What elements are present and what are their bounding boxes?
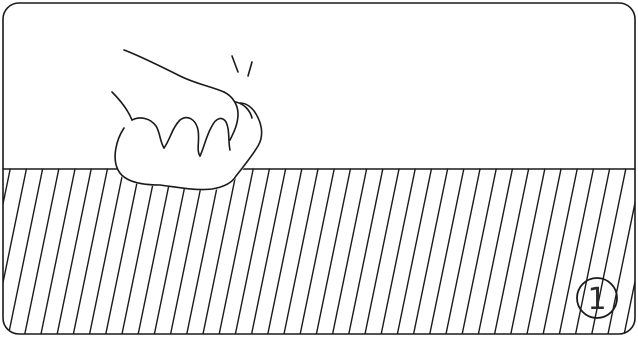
hatch-line bbox=[88, 168, 125, 334]
hatch-line bbox=[283, 168, 319, 334]
cloth-fill bbox=[115, 93, 264, 191]
hatch-line bbox=[574, 168, 611, 334]
hatch-line bbox=[137, 168, 173, 334]
step-number-badge: 1 bbox=[576, 277, 618, 319]
hatch-line bbox=[396, 168, 433, 334]
hand-with-cloth-icon bbox=[111, 49, 264, 191]
hatch-line bbox=[477, 168, 514, 334]
hatch-line bbox=[7, 168, 44, 334]
motion-mark-2 bbox=[247, 61, 253, 77]
hatch-line bbox=[202, 168, 238, 334]
hatch-line bbox=[169, 168, 206, 334]
hatch-line bbox=[510, 168, 546, 334]
hatch-line bbox=[299, 168, 335, 334]
hatch-line bbox=[429, 168, 465, 334]
ring-finger-outline bbox=[223, 91, 239, 141]
hatch-line bbox=[607, 168, 635, 334]
hatch-line bbox=[542, 168, 578, 334]
hatch-line bbox=[412, 168, 449, 334]
thumb-outline bbox=[131, 117, 165, 149]
hatch-line bbox=[461, 168, 497, 334]
hatch-line bbox=[623, 168, 635, 334]
hatch-line bbox=[121, 168, 157, 334]
arm-upper-edge bbox=[123, 49, 225, 93]
hatch-line bbox=[24, 168, 60, 334]
motion-mark-1 bbox=[231, 55, 239, 73]
hatch-line bbox=[3, 168, 28, 334]
hatch-line bbox=[380, 168, 416, 334]
cloth-crease bbox=[235, 101, 253, 119]
hatch-line bbox=[56, 168, 92, 334]
hatch-line bbox=[72, 168, 109, 334]
hatch-line bbox=[234, 168, 271, 334]
hatch-line bbox=[250, 168, 287, 334]
hatch-line bbox=[331, 168, 368, 334]
hatch-line bbox=[153, 168, 190, 334]
hatch-line bbox=[3, 168, 11, 334]
hatch-line bbox=[558, 168, 595, 334]
hatch-line bbox=[186, 168, 222, 334]
arm-lower-edge bbox=[111, 91, 133, 121]
hatch-line bbox=[364, 168, 400, 334]
step-number-label: 1 bbox=[587, 282, 606, 317]
hatch-line bbox=[493, 168, 530, 334]
middle-finger-outline bbox=[199, 117, 231, 157]
hatch-line bbox=[526, 168, 562, 334]
hatch-line bbox=[218, 168, 254, 334]
hatch-line bbox=[315, 168, 352, 334]
hatch-line bbox=[348, 168, 384, 334]
hatched-surface bbox=[3, 168, 635, 334]
hatch-line bbox=[267, 168, 303, 334]
step-number-circle bbox=[576, 277, 618, 319]
hatch-line bbox=[591, 168, 627, 334]
cloth-outline bbox=[114, 102, 263, 191]
hatch-line bbox=[40, 168, 76, 334]
hatch-line bbox=[105, 168, 141, 334]
index-finger-outline bbox=[163, 116, 201, 157]
hatch-line bbox=[445, 168, 481, 334]
